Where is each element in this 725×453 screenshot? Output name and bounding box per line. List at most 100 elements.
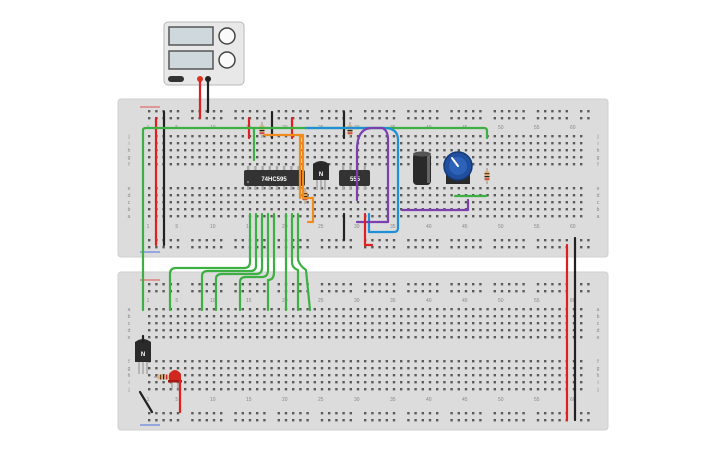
top-hole[interactable]	[572, 201, 576, 204]
bottom-hole[interactable]	[515, 329, 518, 332]
top-hole[interactable]	[508, 201, 511, 204]
bottom-rail-hole[interactable]	[385, 290, 388, 293]
top-hole[interactable]	[184, 194, 187, 197]
top-hole[interactable]	[551, 215, 554, 218]
top-hole[interactable]	[349, 156, 352, 159]
bottom-hole[interactable]	[500, 367, 504, 370]
top-hole[interactable]	[392, 142, 396, 145]
top-rail-hole[interactable]	[234, 239, 237, 242]
top-hole[interactable]	[500, 142, 504, 145]
bottom-hole[interactable]	[536, 315, 540, 318]
bottom-hole[interactable]	[450, 360, 453, 363]
top-hole[interactable]	[270, 149, 273, 152]
top-hole[interactable]	[443, 135, 446, 138]
top-hole[interactable]	[464, 149, 468, 152]
bottom-hole[interactable]	[191, 322, 194, 325]
top-hole[interactable]	[335, 149, 338, 152]
bottom-rail-hole[interactable]	[176, 412, 180, 415]
bottom-hole[interactable]	[306, 308, 309, 311]
bottom-rail-hole[interactable]	[263, 419, 266, 422]
bottom-rail-hole[interactable]	[256, 290, 259, 293]
bottom-hole[interactable]	[544, 308, 547, 311]
top-hole[interactable]	[148, 142, 151, 145]
top-hole[interactable]	[241, 142, 244, 145]
bottom-hole[interactable]	[529, 381, 532, 384]
top-rail-hole[interactable]	[212, 117, 216, 120]
top-rail-hole[interactable]	[385, 110, 388, 113]
top-rail-hole[interactable]	[515, 110, 518, 113]
top-hole[interactable]	[356, 135, 360, 138]
bottom-hole[interactable]	[385, 315, 388, 318]
top-hole[interactable]	[536, 208, 540, 211]
bottom-hole[interactable]	[320, 388, 324, 391]
top-hole[interactable]	[515, 208, 518, 211]
top-hole[interactable]	[277, 194, 280, 197]
bottom-hole[interactable]	[234, 367, 237, 370]
bottom-hole[interactable]	[212, 315, 216, 318]
top-hole[interactable]	[428, 194, 432, 197]
bottom-hole[interactable]	[292, 336, 295, 339]
top-rail-hole[interactable]	[450, 239, 453, 242]
top-hole[interactable]	[378, 194, 381, 197]
bottom-hole[interactable]	[479, 374, 482, 377]
top-rail-hole[interactable]	[500, 117, 504, 120]
bottom-hole[interactable]	[464, 367, 468, 370]
top-hole[interactable]	[313, 135, 316, 138]
top-hole[interactable]	[421, 201, 424, 204]
bottom-hole[interactable]	[292, 329, 295, 332]
top-rail-hole[interactable]	[205, 117, 208, 120]
bottom-hole[interactable]	[349, 367, 352, 370]
top-hole[interactable]	[169, 163, 172, 166]
top-rail-hole[interactable]	[508, 110, 511, 113]
bottom-hole[interactable]	[184, 360, 187, 363]
top-rail-hole[interactable]	[299, 239, 302, 242]
bottom-rail-hole[interactable]	[263, 290, 266, 293]
top-hole[interactable]	[450, 194, 453, 197]
top-hole[interactable]	[522, 156, 525, 159]
bottom-hole[interactable]	[428, 381, 432, 384]
bottom-rail-hole[interactable]	[392, 283, 396, 286]
bottom-rail-hole[interactable]	[284, 412, 288, 415]
top-hole[interactable]	[176, 163, 180, 166]
bottom-hole[interactable]	[234, 388, 237, 391]
bottom-hole[interactable]	[205, 388, 208, 391]
bottom-hole[interactable]	[212, 388, 216, 391]
bottom-hole[interactable]	[371, 388, 374, 391]
top-hole[interactable]	[558, 208, 561, 211]
bottom-rail-hole[interactable]	[205, 283, 208, 286]
top-rail-hole[interactable]	[292, 110, 295, 113]
bottom-hole[interactable]	[472, 360, 475, 363]
top-hole[interactable]	[342, 163, 345, 166]
top-rail-hole[interactable]	[479, 246, 482, 249]
bottom-hole[interactable]	[522, 367, 525, 370]
top-rail-hole[interactable]	[472, 117, 475, 120]
top-hole[interactable]	[536, 149, 540, 152]
top-hole[interactable]	[493, 156, 496, 159]
bottom-rail-hole[interactable]	[155, 419, 158, 422]
bottom-hole[interactable]	[371, 308, 374, 311]
bottom-hole[interactable]	[428, 308, 432, 311]
top-hole[interactable]	[284, 156, 288, 159]
bottom-rail-hole[interactable]	[371, 283, 374, 286]
top-hole[interactable]	[378, 187, 381, 190]
bottom-hole[interactable]	[479, 322, 482, 325]
bottom-hole[interactable]	[198, 336, 201, 339]
top-hole[interactable]	[443, 142, 446, 145]
top-hole[interactable]	[515, 187, 518, 190]
bottom-rail-hole[interactable]	[508, 283, 511, 286]
top-rail-hole[interactable]	[457, 110, 460, 113]
bottom-hole[interactable]	[529, 336, 532, 339]
top-hole[interactable]	[191, 156, 194, 159]
top-hole[interactable]	[256, 194, 259, 197]
output-wire-5[interactable]	[266, 212, 276, 312]
top-rail-hole[interactable]	[544, 239, 547, 242]
top-hole[interactable]	[320, 149, 324, 152]
bottom-rail-hole[interactable]	[284, 419, 288, 422]
bottom-rail-hole[interactable]	[414, 412, 417, 415]
bottom-rail-hole[interactable]	[536, 419, 540, 422]
top-rail-hole[interactable]	[205, 246, 208, 249]
top-hole[interactable]	[436, 149, 439, 152]
bottom-hole[interactable]	[277, 315, 280, 318]
bottom-hole[interactable]	[443, 367, 446, 370]
bottom-rail-hole[interactable]	[421, 290, 424, 293]
